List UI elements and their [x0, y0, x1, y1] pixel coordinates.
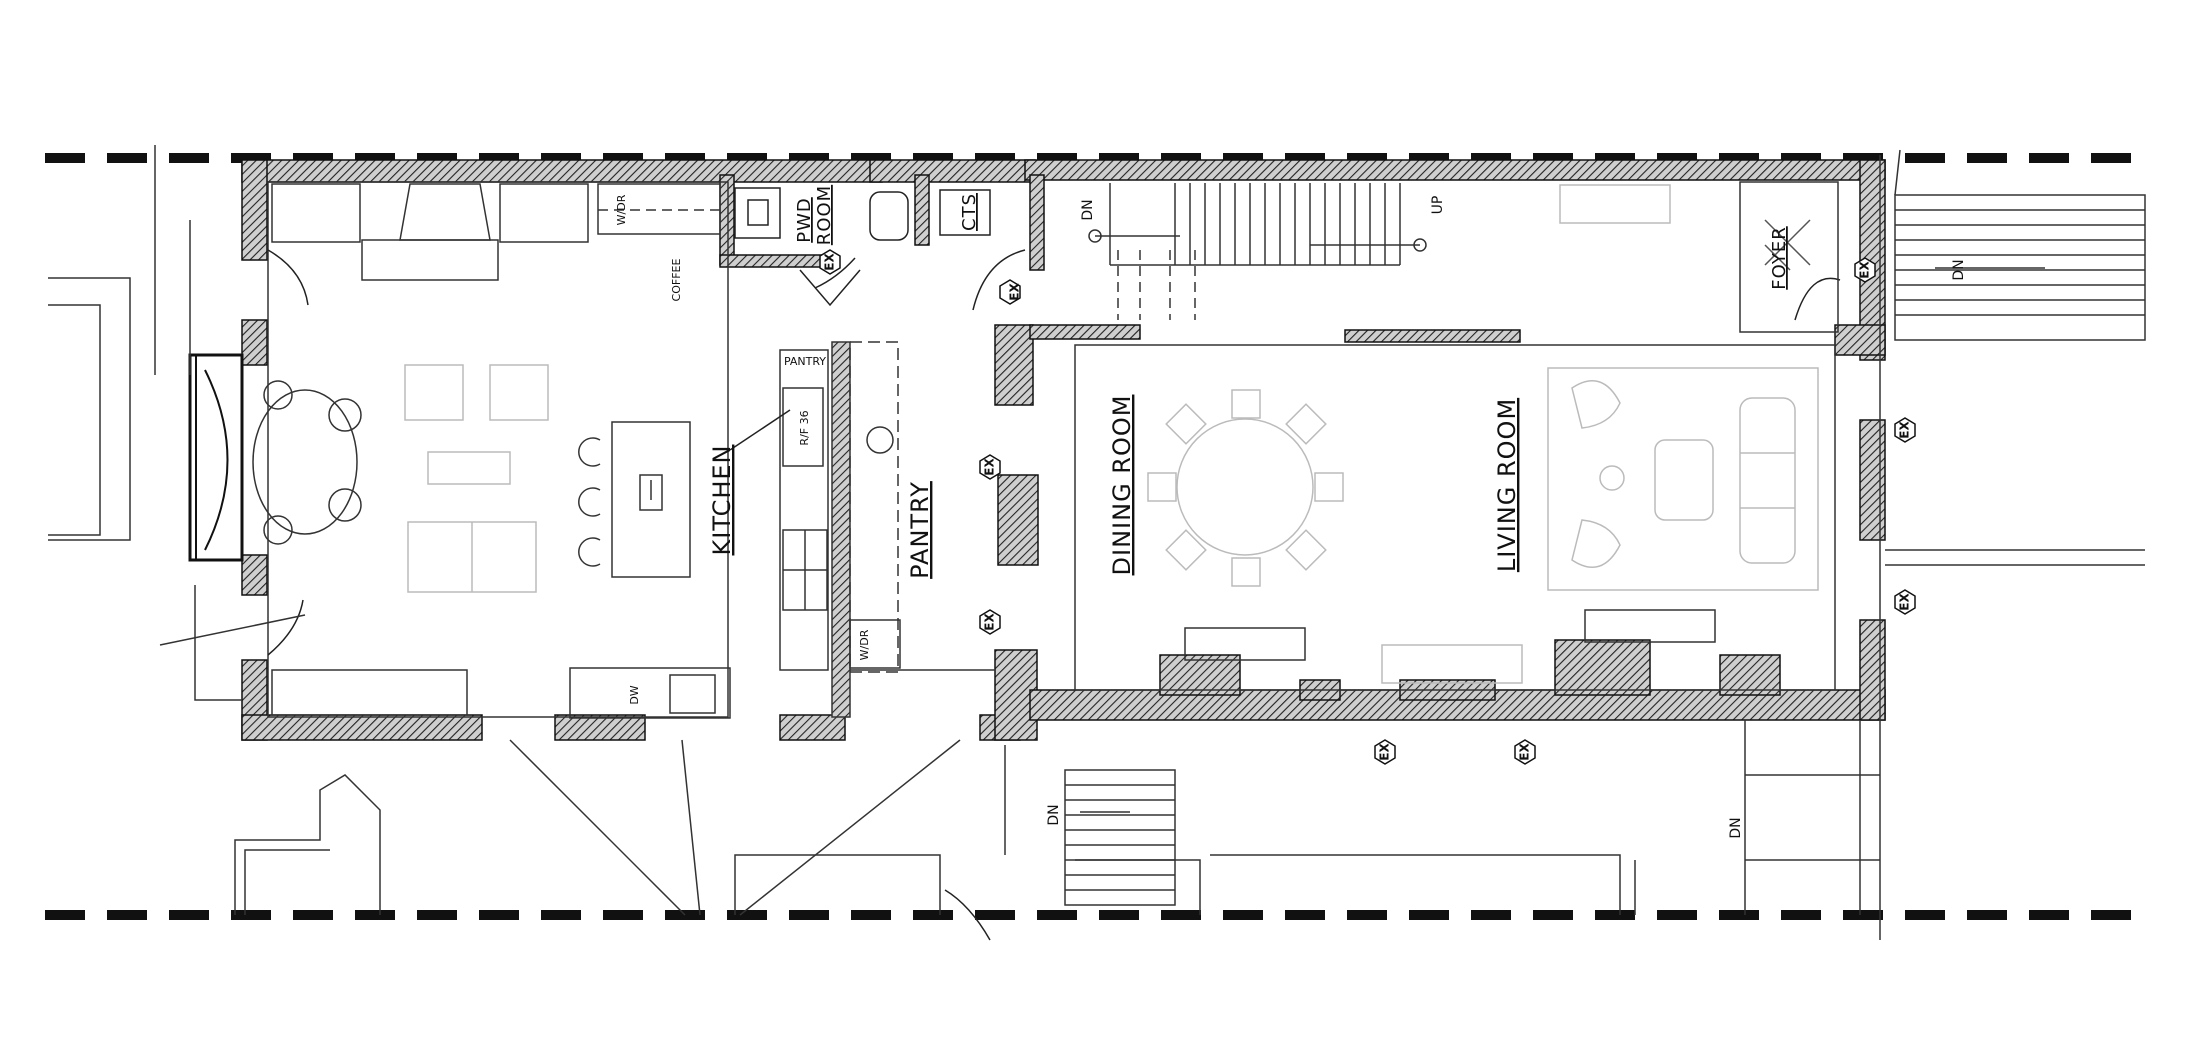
stair-down-label-right: DN: [1951, 259, 1967, 280]
ex-marker: EX: [999, 279, 1022, 305]
dining-room-label: DINING ROOM: [1108, 395, 1136, 576]
svg-text:EX: EX: [1898, 421, 1912, 439]
exterior-walls: [241, 159, 1886, 741]
powder-room: [734, 187, 991, 307]
svg-text:EX: EX: [1378, 743, 1392, 761]
stair-down-label-bottom-right: DN: [1728, 817, 1744, 838]
ex-marker: EX: [1894, 589, 1916, 615]
site-lines: [48, 145, 2145, 940]
svg-text:EX: EX: [1518, 743, 1532, 761]
powder-room-label-line1: PWD: [794, 197, 815, 243]
pantry-small-label: PANTRY: [784, 355, 826, 368]
ex-marker: EX: [1374, 739, 1396, 765]
ex-marker: EX: [979, 454, 1001, 480]
wdr-label-top: W/DR: [615, 194, 628, 225]
ex-marker: EX: [979, 609, 1001, 635]
ex-marker: EX: [819, 249, 841, 275]
dining-living-area: [1074, 181, 1839, 691]
stair-down-label-main: DN: [1080, 199, 1096, 220]
svg-text:EX: EX: [983, 613, 997, 631]
foyer-label: FOYER: [1769, 226, 1790, 289]
dishwasher-label: DW: [628, 685, 641, 704]
ex-marker: EX: [1894, 417, 1916, 443]
ex-marker: EX: [1854, 257, 1876, 283]
pantry-label: PANTRY: [906, 481, 934, 579]
pantry-area: [831, 341, 995, 718]
fridge-label: R/F 36: [798, 410, 811, 445]
svg-text:EX: EX: [823, 253, 837, 271]
ex-marker: EX: [1514, 739, 1536, 765]
svg-text:EX: EX: [1898, 593, 1912, 611]
living-room-label: LIVING ROOM: [1493, 398, 1521, 572]
svg-text:EX: EX: [983, 458, 997, 476]
svg-text:EX: EX: [1008, 283, 1022, 301]
kitchen-area: [188, 181, 829, 719]
powder-room-label-line2: ROOM: [814, 185, 835, 245]
main-stair: [1088, 183, 1427, 320]
cts-label: CTS: [959, 193, 980, 231]
stair-down-label-bottom: DN: [1046, 804, 1062, 825]
svg-text:EX: EX: [1858, 261, 1872, 279]
door-swings: [267, 249, 1841, 941]
wdr-label-pantry: W/DR: [858, 629, 871, 660]
exterior-stair-right: [1894, 194, 2146, 341]
coffee-label: COFFEE: [670, 259, 683, 302]
kitchen-label: KITCHEN: [708, 445, 736, 556]
stair-up-label: UP: [1430, 196, 1446, 215]
exterior-stair-bottom: [1064, 769, 1176, 906]
